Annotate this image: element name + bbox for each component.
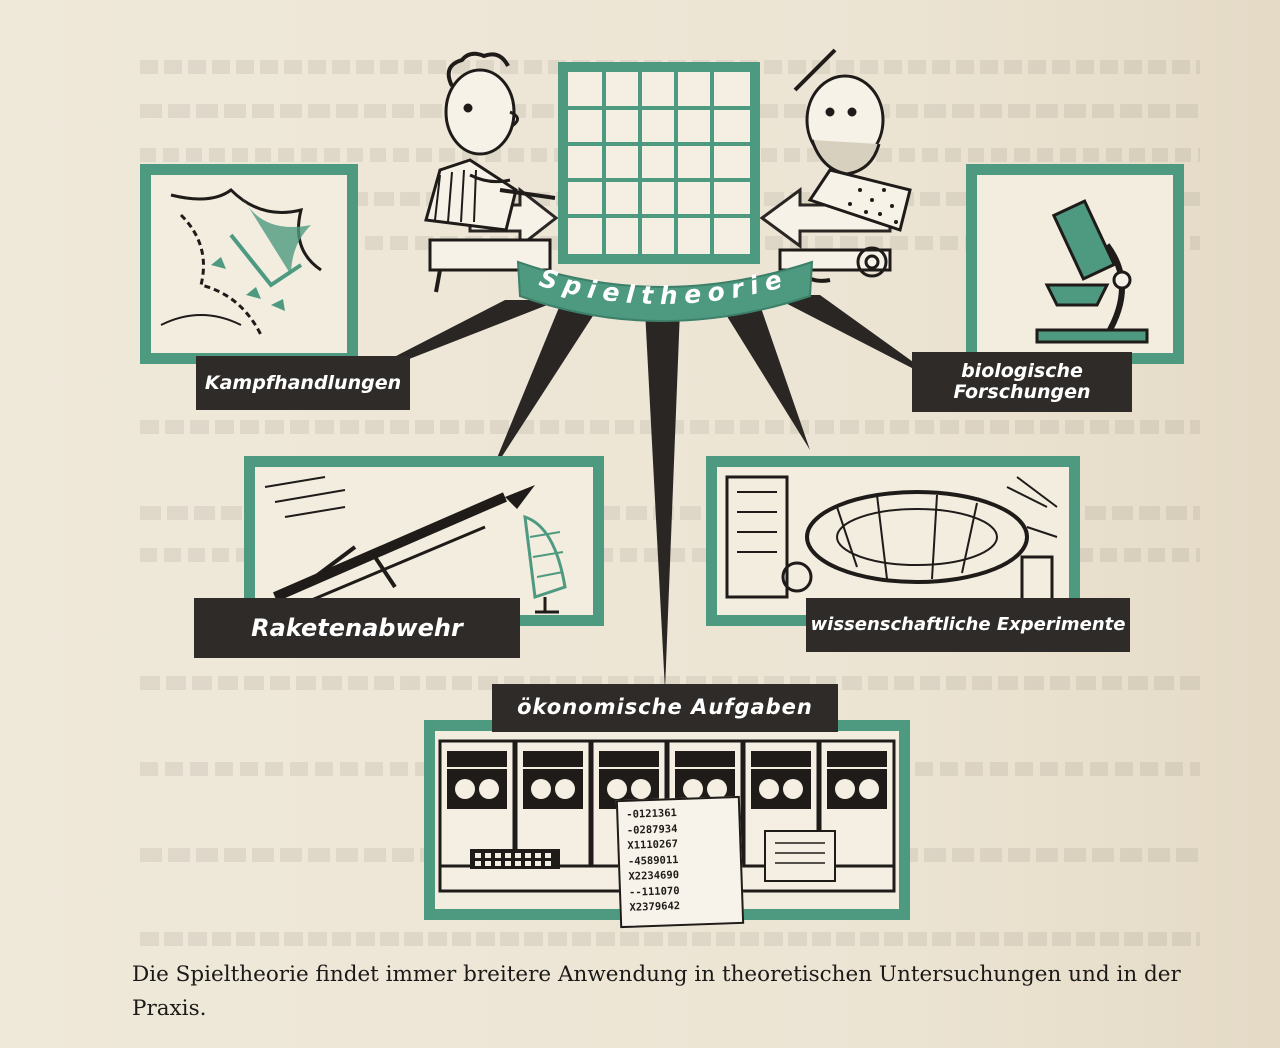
microscope-illustration bbox=[1035, 199, 1149, 344]
left-arrow bbox=[468, 186, 559, 250]
printout-paper: -0121361 -0287934 X1110267 -4589011 X223… bbox=[615, 795, 745, 929]
spike-to-missile bbox=[490, 305, 600, 475]
missile-illustration bbox=[264, 476, 567, 614]
battle-map-illustration bbox=[160, 188, 322, 336]
game-matrix-panel bbox=[558, 62, 760, 264]
science-label: wissenschaftliche Experimente bbox=[806, 598, 1130, 652]
matrix-grid bbox=[568, 72, 750, 254]
science-panel bbox=[706, 456, 1080, 626]
spike-to-science bbox=[720, 305, 810, 450]
economy-label: ökonomische Aufgaben bbox=[492, 684, 838, 732]
right-arrow bbox=[759, 187, 892, 249]
combat-panel bbox=[140, 164, 358, 364]
biology-panel bbox=[966, 164, 1184, 364]
missile-label: Raketenabwehr bbox=[194, 598, 520, 658]
printout-line: X2379642 bbox=[629, 900, 681, 914]
figure-caption: Die Spieltheorie findet immer breitere A… bbox=[132, 962, 1181, 1021]
spike-to-economy bbox=[645, 310, 680, 690]
combat-label: Kampfhandlungen bbox=[196, 356, 410, 410]
spike-to-biology bbox=[770, 295, 945, 385]
biology-label: biologische Forschungen bbox=[912, 352, 1132, 412]
lab-equipment-illustration bbox=[725, 475, 1058, 604]
